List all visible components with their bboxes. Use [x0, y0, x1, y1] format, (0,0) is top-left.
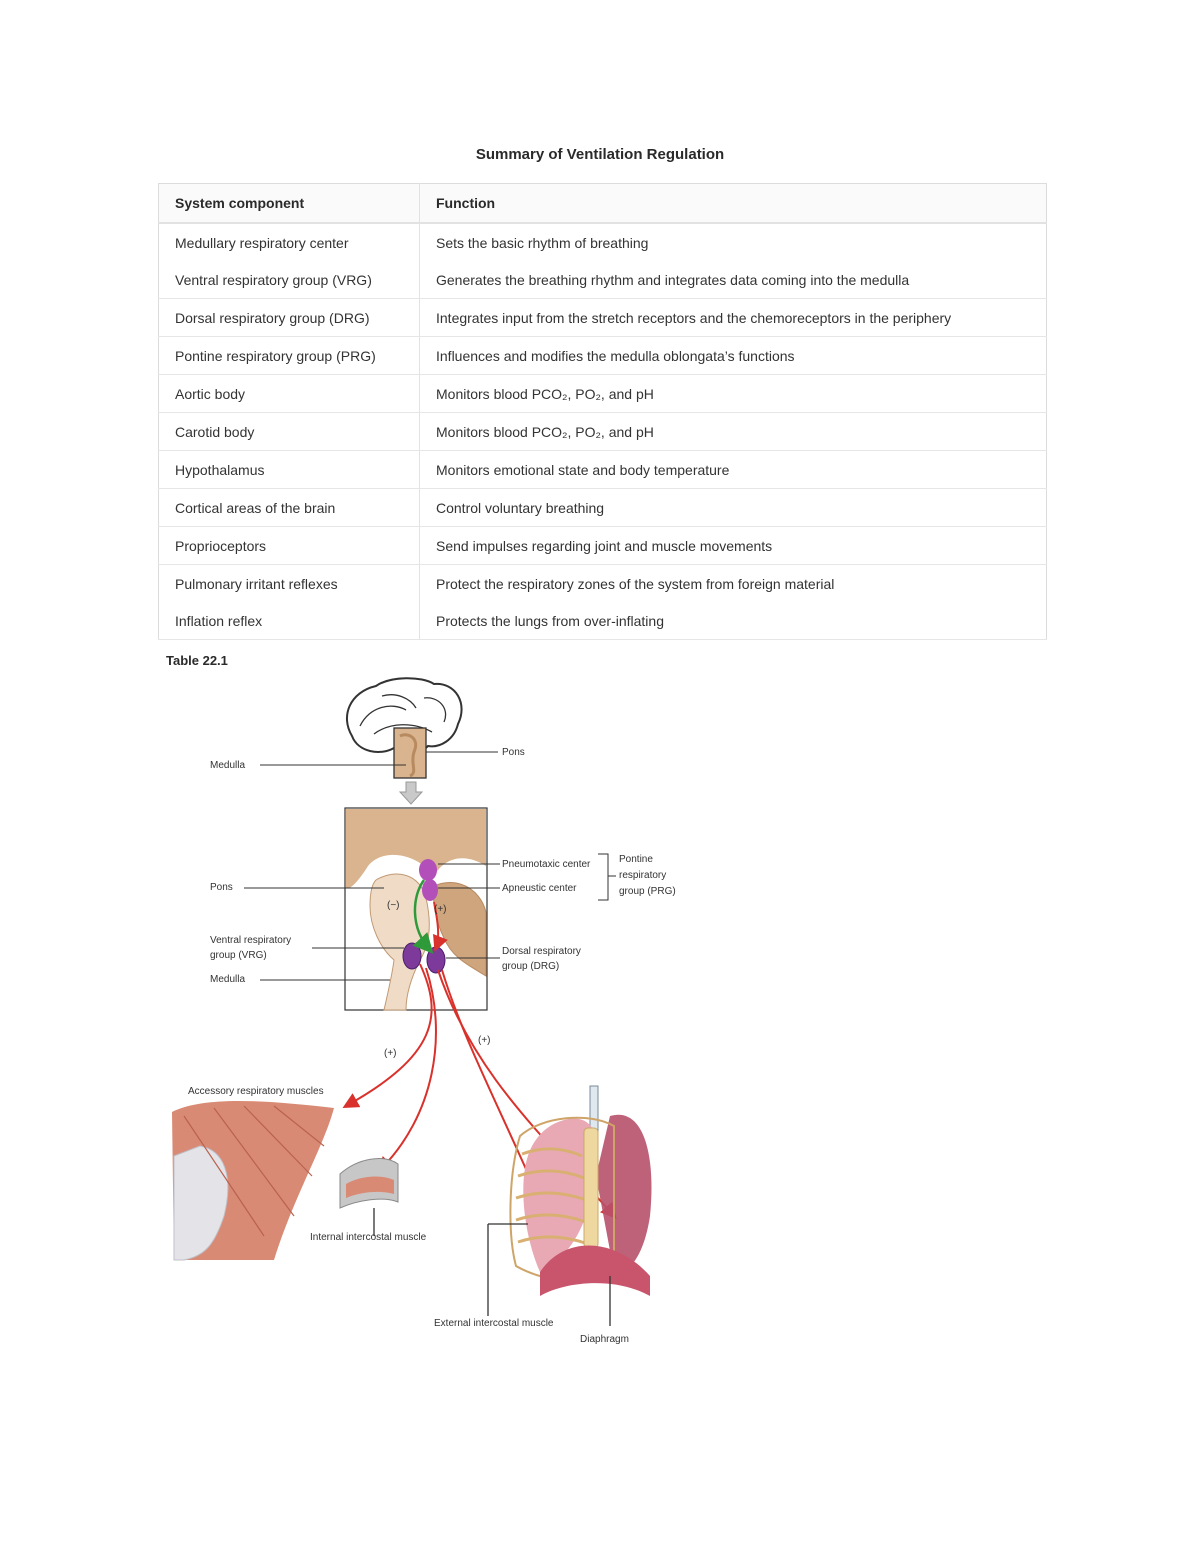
function-cell: Generates the breathing rhythm and integ… — [419, 261, 1047, 299]
table-row: Hypothalamus Monitors emotional state an… — [158, 450, 1047, 489]
table-row: Pulmonary irritant reflexes Protect the … — [158, 564, 1047, 602]
component-cell: Proprioceptors — [158, 526, 420, 565]
column-header-function: Function — [419, 183, 1047, 224]
component-cell: Pulmonary irritant reflexes — [158, 564, 420, 602]
table-row: Dorsal respiratory group (DRG) Integrate… — [158, 298, 1047, 337]
label-prg-1: Pontine — [619, 854, 653, 865]
table-row: Ventral respiratory group (VRG) Generate… — [158, 261, 1047, 299]
drg-shape — [426, 946, 446, 974]
label-medulla: Medulla — [210, 974, 245, 985]
table-title: Summary of Ventilation Regulation — [475, 146, 725, 163]
table-row: Proprioceptors Send impulses regarding j… — [158, 526, 1047, 565]
accessory-muscles-illustration — [172, 1101, 334, 1261]
component-cell: Pontine respiratory group (PRG) — [158, 336, 420, 375]
label-accessory: Accessory respiratory muscles — [188, 1086, 324, 1097]
function-cell: Sets the basic rhythm of breathing — [436, 234, 649, 251]
label-drg-2: group (DRG) — [502, 961, 559, 972]
label-vrg-1: Ventral respiratory — [210, 935, 291, 946]
internal-intercostal-illustration — [339, 1158, 399, 1209]
label-prg-2: respiratory — [619, 870, 666, 881]
component-cell: Medullary respiratory center — [158, 223, 420, 261]
summary-table: System component Function Medullary resp… — [158, 183, 1047, 640]
ventilation-regulation-diagram: Pons Medulla (−) (+) Pneumotaxic center … — [172, 677, 676, 1345]
label-excite-inner: (+) — [434, 904, 447, 915]
component-cell: Ventral respiratory group (VRG) — [158, 261, 420, 299]
vrg-shape — [402, 942, 422, 970]
component-cell: Hypothalamus — [158, 450, 420, 489]
zoom-arrow-icon — [398, 781, 424, 805]
table-row: Carotid body Monitors blood PCO₂, PO₂, a… — [158, 412, 1047, 451]
table-caption: Table 22.1 — [166, 653, 228, 668]
label-pneumotaxic: Pneumotaxic center — [502, 859, 591, 870]
table-row: Pontine respiratory group (PRG) Influenc… — [158, 336, 1047, 375]
excitatory-arrow — [433, 901, 448, 952]
brain-illustration — [346, 677, 463, 779]
component-cell: Carotid body — [158, 412, 420, 451]
prg-bracket — [598, 853, 616, 901]
label-vrg-2: group (VRG) — [210, 950, 267, 961]
function-cell: Control voluntary breathing — [419, 488, 1047, 527]
function-cell: Monitors blood PCO₂, PO₂, and pH — [419, 412, 1047, 451]
label-external: External intercostal muscle — [434, 1318, 554, 1329]
label-inhibit: (−) — [387, 900, 400, 911]
table-row: Aortic body Monitors blood PCO₂, PO₂, an… — [158, 374, 1047, 413]
nerve-to-internal — [377, 967, 437, 1173]
component-cell: Inflation reflex — [158, 602, 420, 640]
label-excite-right: (+) — [478, 1035, 491, 1046]
table-row: Cortical areas of the brain Control volu… — [158, 488, 1047, 527]
function-cell: Protect the respiratory zones of the sys… — [436, 575, 835, 592]
function-cell: Influences and modifies the medulla oblo… — [419, 336, 1047, 375]
label-diaphragm: Diaphragm — [580, 1334, 629, 1345]
function-cell: Integrates input from the stretch recept… — [419, 298, 1047, 337]
label-internal: Internal intercostal muscle — [310, 1232, 427, 1243]
function-cell: Protects the lungs from over-inflating — [419, 602, 1047, 640]
label-pons: Pons — [210, 882, 233, 893]
label-drg-1: Dorsal respiratory — [502, 946, 581, 957]
function-cell: Monitors emotional state and body temper… — [419, 450, 1047, 489]
table-header-row: System component Function — [158, 183, 1047, 224]
pneumotaxic-center-shape — [419, 859, 437, 881]
nerve-to-external — [441, 969, 541, 1200]
function-cell: Send impulses regarding joint and muscle… — [419, 526, 1047, 565]
label-apneustic: Apneustic center — [502, 883, 577, 894]
inhibitory-arrow — [412, 879, 434, 954]
apneustic-center-shape — [422, 879, 438, 901]
nerve-to-accessory — [342, 963, 433, 1108]
component-cell: Aortic body — [158, 374, 420, 413]
label-medulla-top: Medulla — [210, 760, 245, 771]
label-pons-top: Pons — [502, 747, 525, 758]
column-header-component: System component — [158, 183, 420, 224]
label-prg-3: group (PRG) — [619, 886, 676, 897]
label-excite-left: (+) — [384, 1048, 397, 1059]
table-row: Inflation reflex Protects the lungs from… — [158, 602, 1047, 640]
ribcage-illustration — [509, 1085, 652, 1296]
table-row: Medullary respiratory center Sets the ba… — [158, 223, 1047, 261]
function-cell: Monitors blood PCO₂, PO₂, and pH — [419, 374, 1047, 413]
component-cell: Cortical areas of the brain — [158, 488, 420, 527]
component-cell: Dorsal respiratory group (DRG) — [158, 298, 420, 337]
